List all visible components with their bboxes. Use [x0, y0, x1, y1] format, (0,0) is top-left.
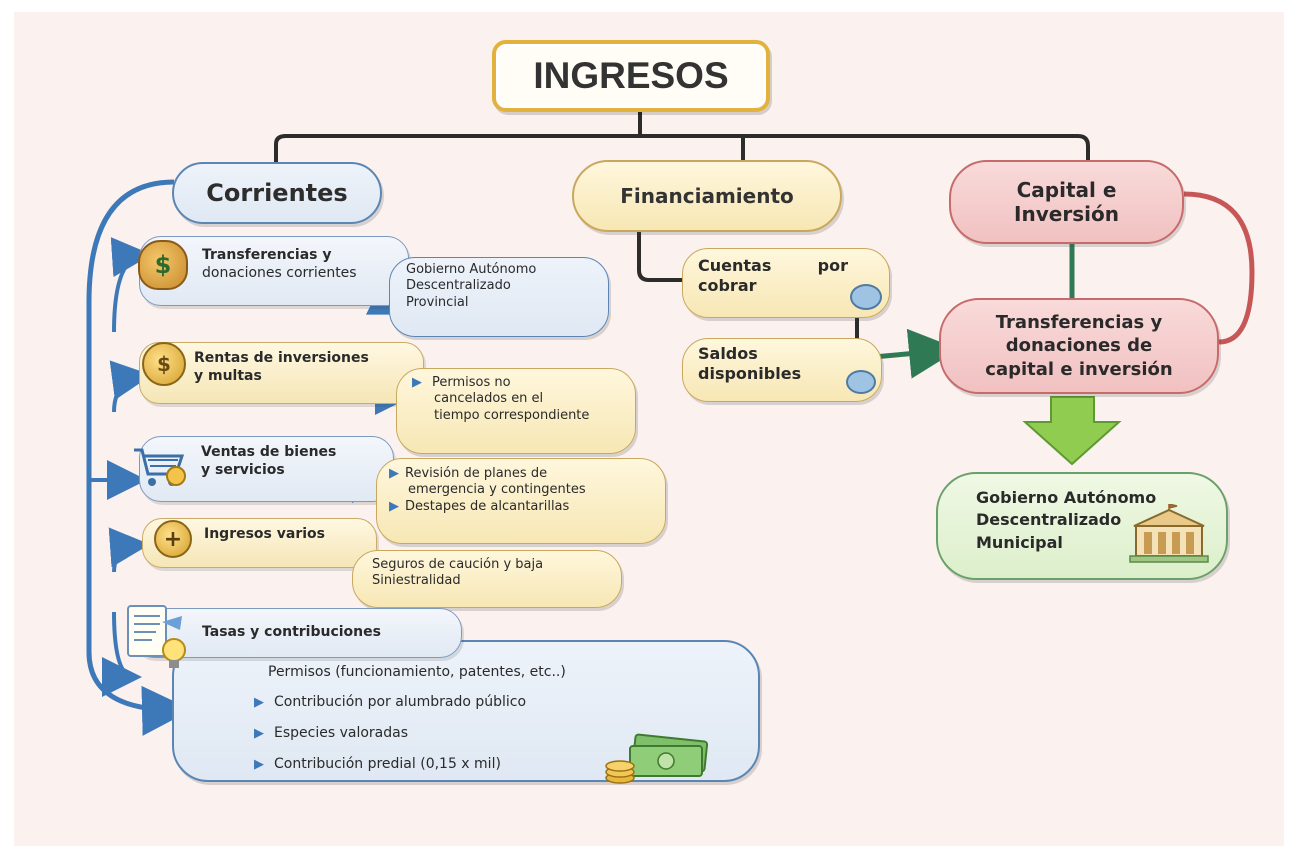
item3-label-line1: Ventas de bienes [201, 444, 337, 460]
gad-line3: Municipal [976, 532, 1063, 552]
speech-bubble-icon [850, 284, 882, 310]
item1-detail: Gobierno Autónomo Descentralizado Provin… [406, 262, 536, 311]
money-bag-icon: $ [138, 240, 188, 290]
bullet-icon: ▶ [254, 726, 264, 741]
corrientes-node: Corrientes [172, 162, 382, 224]
cuentas-line1: Cuentas por [698, 256, 848, 276]
saldos-line2: disponibles [698, 364, 802, 383]
item2-detail-line2: cancelados en el [434, 391, 544, 407]
gad-line2: Descentralizado [976, 510, 1122, 530]
capital-loop [1183, 191, 1255, 345]
por-word: por [817, 256, 848, 275]
item1-label-line2: donaciones corrientes [202, 264, 357, 281]
item1-label-line1: Transferencias y [202, 247, 332, 263]
item1-detail-line1: Gobierno Autónomo [406, 262, 537, 277]
transferencias-capital-node: Transferencias y donaciones de capital e… [939, 298, 1219, 394]
saldos-arrow [873, 328, 959, 379]
item3-detail-text3: Destapes de alcantarillas [405, 498, 570, 514]
financiamiento-label: Financiamiento [620, 184, 794, 208]
corrientes-label: Corrientes [206, 179, 348, 207]
item4-detail-line1: Seguros de caución y baja [372, 557, 544, 572]
item4-detail-line2: Siniestralidad [372, 573, 461, 589]
bullet-icon: ▶ [389, 466, 399, 481]
item5-detail-text1: Permisos (funcionamiento, patentes, etc.… [268, 664, 566, 680]
corrientes-spine [86, 179, 192, 736]
item2-label: Rentas de inversiones y multas [194, 350, 369, 385]
gad-line1: Gobierno Autónomo [976, 488, 1157, 507]
saldos-line1: Saldos [698, 344, 758, 363]
item5-detail-line3: ▶ Especies valoradas [254, 718, 566, 749]
item1-label: Transferencias y donaciones corrientes [202, 247, 357, 282]
transferencias-corrientes-detail [389, 257, 609, 337]
cash-stack-icon [604, 730, 714, 788]
plus-coin-icon: + [154, 520, 192, 558]
financiamiento-connector [637, 232, 682, 282]
capital-label-line1: Capital e [1016, 178, 1117, 202]
item1-detail-line3: Provincial [406, 294, 469, 310]
transfer-capital-line3: capital e inversión [985, 358, 1173, 380]
saldos-disponibles-node [682, 338, 882, 402]
item5-detail-line2: ▶ Contribución por alumbrado público [254, 687, 566, 718]
speech-bubble-icon [846, 370, 876, 394]
item2-detail: ▶ Permisos no cancelados en el tiempo cor… [412, 375, 589, 424]
cuentas-word: Cuentas [698, 256, 772, 275]
item3-detail-line2: emergencia y contingentes [408, 482, 586, 498]
branch-4 [108, 527, 150, 573]
item3-detail-line1: ▶ Revisión de planes de [389, 466, 586, 482]
title-text: INGRESOS [533, 55, 729, 96]
bullet-icon: ▶ [254, 757, 264, 772]
item1-detail-line2: Descentralizado [406, 278, 511, 294]
item5-detail: Permisos (funcionamiento, patentes, etc.… [254, 657, 566, 780]
capital-label-line2: Inversión [1014, 202, 1119, 226]
item5-detail-text2: Contribución por alumbrado público [274, 694, 527, 710]
item3-label: Ventas de bienes y servicios [201, 444, 336, 479]
branch-5 [101, 611, 142, 697]
item5-detail-text3: Especies valoradas [274, 725, 408, 741]
down-arrow-icon [1022, 396, 1122, 466]
item3-detail: ▶ Revisión de planes de emergencia y cont… [389, 466, 586, 515]
coin-stack-icon: $ [142, 342, 186, 386]
item4-label-line1: Ingresos varios [204, 526, 325, 542]
item2-detail-line1: ▶ Permisos no [412, 375, 589, 391]
tasas-tab [132, 608, 462, 658]
transfer-capital-line1: Transferencias y [995, 311, 1163, 333]
item5-label: Tasas y contribuciones [202, 624, 381, 642]
gad-municipal-label: Gobierno Autónomo Descentralizado Munici… [976, 487, 1156, 554]
government-building-icon [1126, 503, 1212, 566]
ventas-detail [376, 458, 666, 544]
item3-label-line2: y servicios [201, 461, 285, 478]
bullet-icon: ▶ [254, 695, 264, 710]
item2-label-line1: Rentas de inversiones [194, 350, 369, 366]
title-box: INGRESOS [492, 40, 770, 112]
item5-label-line1: Tasas y contribuciones [202, 624, 381, 640]
bullet-icon: ▶ [412, 375, 422, 390]
document-lightbulb-icon [122, 602, 192, 672]
item5-detail-line4: ▶ Contribución predial (0,15 x mil) [254, 749, 566, 780]
title-connector [274, 108, 1090, 180]
item2-label-line2: y multas [194, 367, 262, 384]
ingresos-varios-detail [352, 550, 622, 608]
item4-detail: Seguros de caución y baja Siniestralidad [372, 557, 543, 590]
bullet-icon: ▶ [389, 498, 399, 514]
item3-detail-text1: Revisión de planes de [405, 466, 548, 481]
diagram-canvas: INGRESOS Corrientes Financiamiento Capit… [14, 12, 1284, 846]
item5-detail-text4: Contribución predial (0,15 x mil) [274, 756, 501, 772]
capital-node: Capital e Inversión [949, 160, 1184, 244]
item3-detail-line3: ▶ Destapes de alcantarillas [389, 499, 586, 515]
rentas-tab [139, 342, 424, 404]
item4-label: Ingresos varios [204, 526, 325, 544]
item5-detail-line1: Permisos (funcionamiento, patentes, etc.… [254, 657, 566, 687]
item2-detail-line3: tiempo correspondiente [434, 407, 590, 423]
rentas-detail [396, 368, 636, 454]
shopping-cart-icon [132, 444, 186, 488]
cuentas-line2: cobrar [698, 276, 757, 295]
cuentas-label: Cuentas por cobrar [698, 256, 848, 296]
transfer-capital-line2: donaciones de [1005, 335, 1153, 357]
financiamiento-node: Financiamiento [572, 160, 842, 232]
item2-detail-text1: Permisos no [432, 375, 511, 390]
saldos-label: Saldos disponibles [698, 344, 801, 384]
